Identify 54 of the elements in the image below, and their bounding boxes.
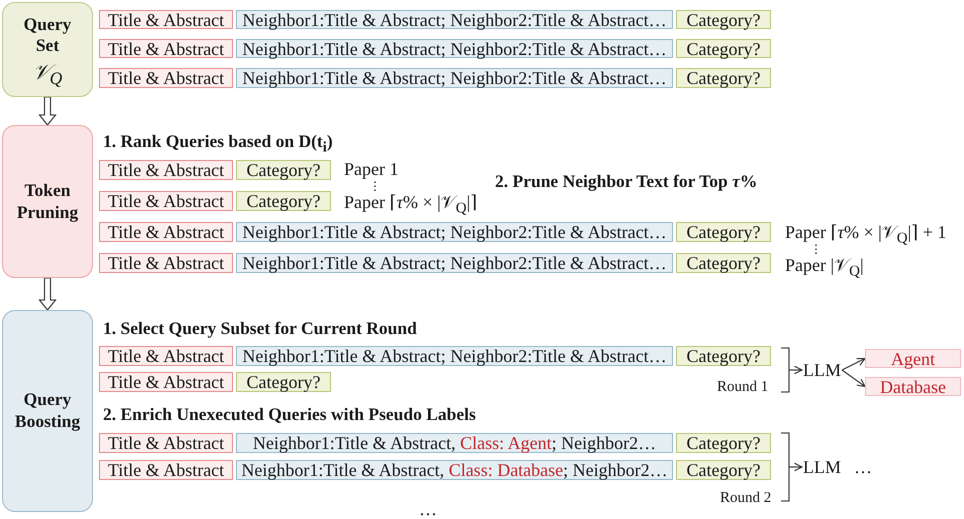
block-arrow	[38, 96, 57, 126]
paper-text-box: Title & Abstract	[99, 222, 233, 242]
neighbor-text-box: Neighbor1:Title & Abstract; Neighbor2:Title & Abstract…	[236, 253, 673, 273]
neighbor-text-box: Neighbor1:Title & Abstract; Neighbor2:Title & Abstract…	[236, 68, 673, 88]
category-box: Category?	[236, 372, 331, 392]
arrow	[842, 358, 866, 370]
model-label: LLM	[802, 458, 842, 476]
stage-box: Query Set 𝒱$_{Q}$	[2, 2, 93, 97]
category-box: Category?	[676, 433, 771, 453]
stage-box: Query Boosting	[2, 310, 93, 512]
arrow	[789, 462, 803, 472]
round-label: Round 2	[720, 491, 772, 507]
paper-text-box: Title & Abstract	[99, 372, 233, 392]
step-heading: 1. Select Query Subset for Current Round	[103, 319, 417, 338]
paper-text-box: Title & Abstract	[99, 39, 233, 58]
stage-box: Token Pruning	[2, 125, 93, 278]
vertical-ellipsis: ⋮	[369, 180, 381, 192]
paper-text-box: Title & Abstract	[99, 160, 233, 180]
category-box: Category?	[676, 222, 771, 242]
neighbor-text-box: Neighbor1:Title & Abstract; Neighbor2:Title & Abstract…	[236, 39, 673, 58]
category-box: Category?	[236, 160, 331, 180]
paper-text-box: Title & Abstract	[99, 10, 233, 29]
paper-text-box: Title & Abstract	[99, 460, 233, 480]
category-box: Category?	[676, 460, 771, 480]
category-box: Category?	[236, 191, 331, 211]
category-box: Category?	[676, 10, 771, 29]
model-label: LLM	[802, 361, 842, 379]
ellipsis: …	[854, 458, 872, 477]
paper-rank-label: Paper 1	[344, 160, 398, 179]
neighbor-text-box: Neighbor1:Title & Abstract; Neighbor2:Title & Abstract…	[236, 10, 673, 29]
paper-text-box: Title & Abstract	[99, 433, 233, 453]
prediction-box: Database	[865, 377, 961, 396]
step-heading: 2. Prune Neighbor Text for Top τ%	[495, 172, 758, 190]
prediction-box: Agent	[865, 349, 961, 368]
vertical-ellipsis: ⋮	[810, 243, 822, 255]
step-heading: 2. Enrich Unexecuted Queries with Pseudo Labels	[103, 405, 476, 424]
paper-text-box: Title & Abstract	[99, 253, 233, 273]
block-arrow	[38, 277, 57, 311]
category-box: Category?	[676, 68, 771, 88]
arrow	[842, 370, 866, 388]
paper-text-box: Title & Abstract	[99, 68, 233, 88]
arrow	[789, 366, 803, 374]
category-box: Category?	[676, 253, 771, 273]
neighbor-text-box: Neighbor1:Title & Abstract; Neighbor2:Title & Abstract…	[236, 222, 673, 242]
step-heading: 1. Rank Queries based on D(t$_{i}$)	[103, 132, 333, 150]
category-box: Category?	[676, 346, 771, 366]
round-label: Round 1	[717, 380, 768, 396]
paper-text-box: Title & Abstract	[99, 191, 233, 211]
paper-text-box: Title & Abstract	[99, 346, 233, 366]
neighbor-text-box: Neighbor1:Title & Abstract; Neighbor2:Title & Abstract…	[236, 346, 673, 366]
category-box: Category?	[676, 39, 771, 58]
ellipsis: …	[419, 500, 437, 519]
neighbor-text-box: Neighbor1:Title & Abstract, Class: Database; Neighbor2…	[236, 460, 673, 480]
neighbor-text-box: Neighbor1:Title & Abstract, Class: Agent; Neighbor2…	[236, 433, 673, 453]
